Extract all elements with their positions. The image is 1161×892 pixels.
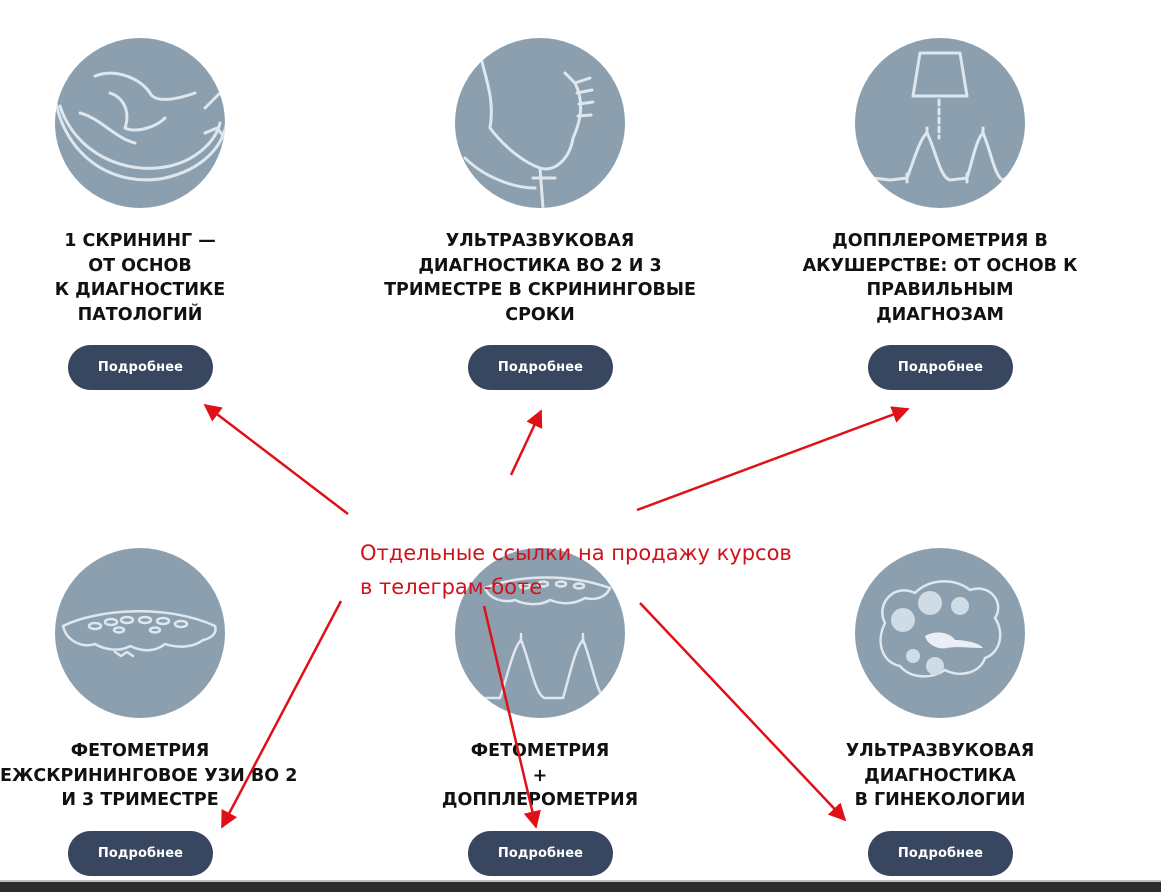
details-button-1[interactable]: Подробнее	[68, 345, 213, 390]
details-button-5[interactable]: Подробнее	[468, 831, 613, 876]
course-title-1: 1 СКРИНИНГ — ОТ ОСНОВ К ДИАГНОСТИКЕ ПАТО…	[54, 231, 226, 325]
details-button-3[interactable]: Подробнее	[868, 345, 1013, 390]
details-button-4[interactable]: Подробнее	[68, 831, 213, 876]
course-title-3: ДОППЛЕРОМЕТРИЯ В АКУШЕРСТВЕ: ОТ ОСНОВ К …	[802, 231, 1078, 325]
bottom-divider	[0, 880, 1161, 882]
course-title-6: УЛЬТРАЗВУКОВАЯ ДИАГНОСТИКА В ГИНЕКОЛОГИИ	[845, 741, 1035, 810]
course-title-2: УЛЬТРАЗВУКОВАЯ ДИАГНОСТИКА ВО 2 И 3 ТРИМ…	[384, 231, 696, 325]
bottom-bar	[0, 882, 1161, 892]
arrow-to-course-1	[203, 403, 349, 515]
arrow-to-course-2	[509, 409, 543, 476]
details-button-2[interactable]: Подробнее	[468, 345, 613, 390]
arrow-to-course-3	[636, 406, 910, 512]
doppler-waveform-icon	[855, 38, 1025, 208]
course-title-5: ФЕТОМЕТРИЯ + ДОППЛЕРОМЕТРИЯ	[441, 741, 639, 810]
fetus-ultrasound-icon	[55, 38, 225, 208]
placenta-icon	[55, 548, 225, 718]
annotation-text: Отдельные ссылки на продажу курсов в тел…	[360, 541, 792, 599]
course-title-4: ФЕТОМЕТРИЯ МЕЖСКРИНИНГОВОЕ УЗИ ВО 2 И 3 …	[0, 741, 298, 810]
details-button-6[interactable]: Подробнее	[868, 831, 1013, 876]
fetal-limb-icon	[455, 38, 625, 208]
cell-icon	[855, 548, 1025, 718]
